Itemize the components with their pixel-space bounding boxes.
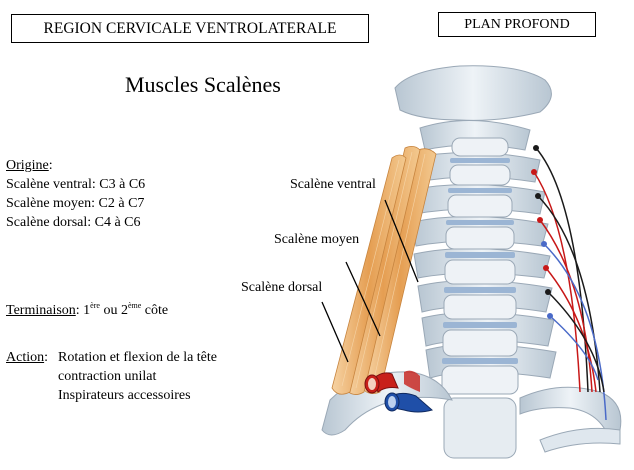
second-rib-right bbox=[539, 427, 621, 453]
action-heading-line: Action: bbox=[6, 348, 48, 367]
terminaison-suffix: côte bbox=[141, 303, 169, 318]
terminaison-heading: Terminaison bbox=[6, 303, 76, 318]
terminaison-middle: ou 2 bbox=[99, 303, 128, 318]
skull-base bbox=[394, 65, 552, 121]
callout-lines bbox=[321, 199, 419, 363]
origin-line-moyen: Scalène moyen: C2 à C7 bbox=[6, 196, 145, 211]
callout-scalene-dorsal: Scalène dorsal bbox=[241, 280, 323, 295]
origin-heading-line: Origine: bbox=[6, 156, 53, 175]
region-title: REGION CERVICALE VENTROLATERALE bbox=[11, 14, 369, 43]
callout-scalene-ventral: Scalène ventral bbox=[290, 177, 376, 192]
callout-scalene-moyen: Scalène moyen bbox=[274, 232, 360, 247]
subclavian-vessels bbox=[364, 370, 434, 413]
page-title: Muscles Scalènes bbox=[125, 72, 281, 97]
terminaison-first: 1 bbox=[83, 303, 91, 318]
terminaison-sup1: ère bbox=[90, 301, 100, 310]
scalene-dorsal-muscle bbox=[331, 154, 407, 395]
scalene-ventral-muscle bbox=[363, 148, 437, 394]
action-heading: Action bbox=[6, 350, 45, 365]
origin-line-ventral: Scalène ventral: C3 à C6 bbox=[6, 177, 146, 192]
terminaison-sup2: ème bbox=[127, 301, 142, 310]
cervical-nerves bbox=[531, 145, 607, 421]
origin-line-dorsal: Scalène dorsal: C4 à C6 bbox=[6, 215, 141, 230]
origin-heading: Origine bbox=[6, 158, 49, 173]
action-line-3: Inspirateurs accessoires bbox=[58, 388, 191, 403]
scalene-muscles bbox=[331, 146, 437, 395]
action-colon: : bbox=[44, 350, 48, 365]
neck-anatomy-illustration bbox=[321, 65, 622, 459]
origin-colon: : bbox=[48, 158, 53, 173]
terminaison-line: Terminaison: 1ère ou 2ème côte bbox=[6, 301, 169, 318]
vertebral-bodies bbox=[441, 137, 519, 459]
action-line-1: Rotation et flexion de la tête bbox=[58, 350, 218, 365]
action-line-2: contraction unilat bbox=[58, 369, 157, 384]
plan-label: PLAN PROFOND bbox=[438, 12, 596, 37]
